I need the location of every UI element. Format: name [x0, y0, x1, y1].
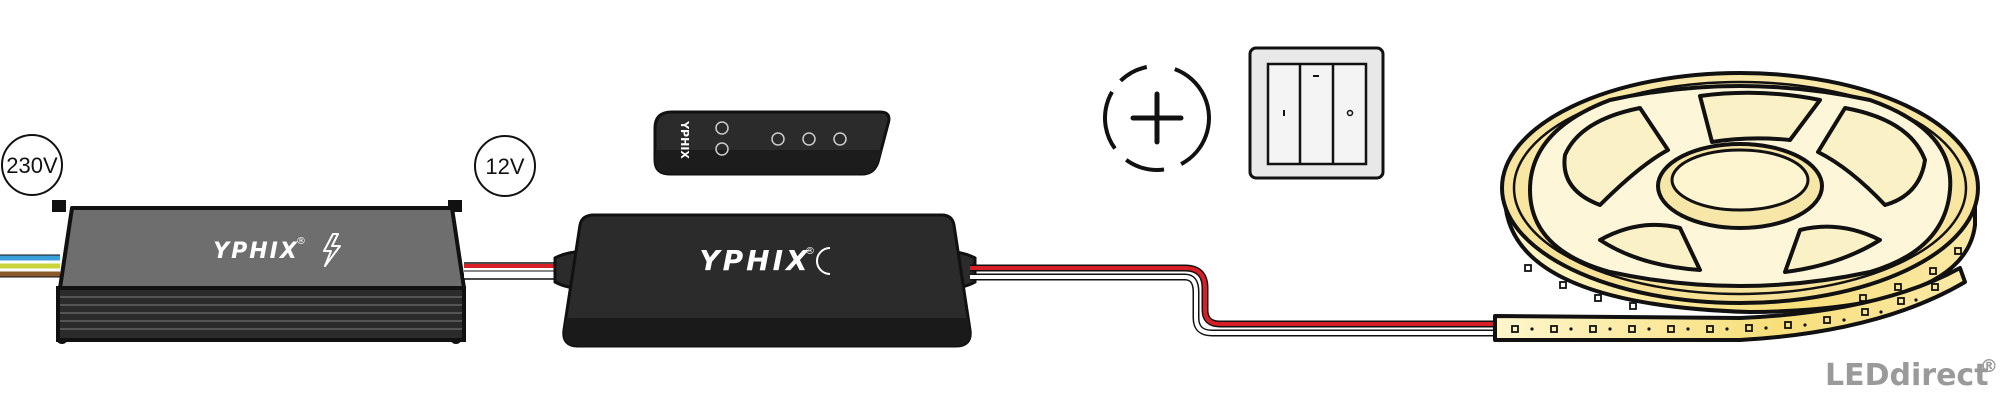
- dimmer-controller: YPHIX ®: [553, 213, 977, 348]
- driver-brand-label: YPHIX: [213, 239, 299, 264]
- remote-button-3[interactable]: [771, 132, 785, 146]
- output-voltage-badge: 12V: [474, 135, 536, 197]
- plus-icon: [1130, 91, 1184, 145]
- switch-key-right[interactable]: [1346, 109, 1354, 117]
- low-voltage-wires-1: [464, 262, 570, 280]
- remote-control[interactable]: YPHIX: [653, 110, 891, 176]
- leddirect-logo: LEDdirect ®: [1825, 356, 1998, 393]
- controller-brand-label: YPHIX: [699, 244, 810, 277]
- remote-button-5[interactable]: [833, 132, 847, 146]
- optional-plus-badge: [1103, 64, 1211, 172]
- remote-brand-label: YPHIX: [678, 120, 691, 159]
- output-voltage-label: 12V: [485, 154, 524, 179]
- led-strip-reel: [1500, 71, 1980, 315]
- logo-reg-mark: ®: [1980, 356, 1998, 377]
- power-supply-driver: YPHIX ®: [52, 200, 466, 344]
- low-voltage-wires-2: [970, 264, 1500, 337]
- controller-reg-mark: ®: [805, 246, 815, 257]
- remote-button-1[interactable]: [715, 121, 729, 135]
- switch-key-middle[interactable]: [1313, 75, 1319, 77]
- crescent-moon-icon: [816, 247, 831, 275]
- driver-reg-mark: ®: [296, 236, 306, 247]
- led-strip-unrolled: [1493, 266, 1967, 342]
- remote-button-2[interactable]: [715, 142, 729, 156]
- wall-switch-panel[interactable]: [1248, 46, 1385, 180]
- input-voltage-label: 230V: [6, 153, 58, 178]
- switch-key-left[interactable]: [1283, 110, 1285, 116]
- remote-button-4[interactable]: [802, 132, 816, 146]
- lightning-bolt-icon: [323, 233, 341, 267]
- mains-input-wires: [0, 254, 60, 278]
- logo-text: LEDdirect: [1825, 358, 1989, 393]
- input-voltage-badge: 230V: [1, 134, 63, 196]
